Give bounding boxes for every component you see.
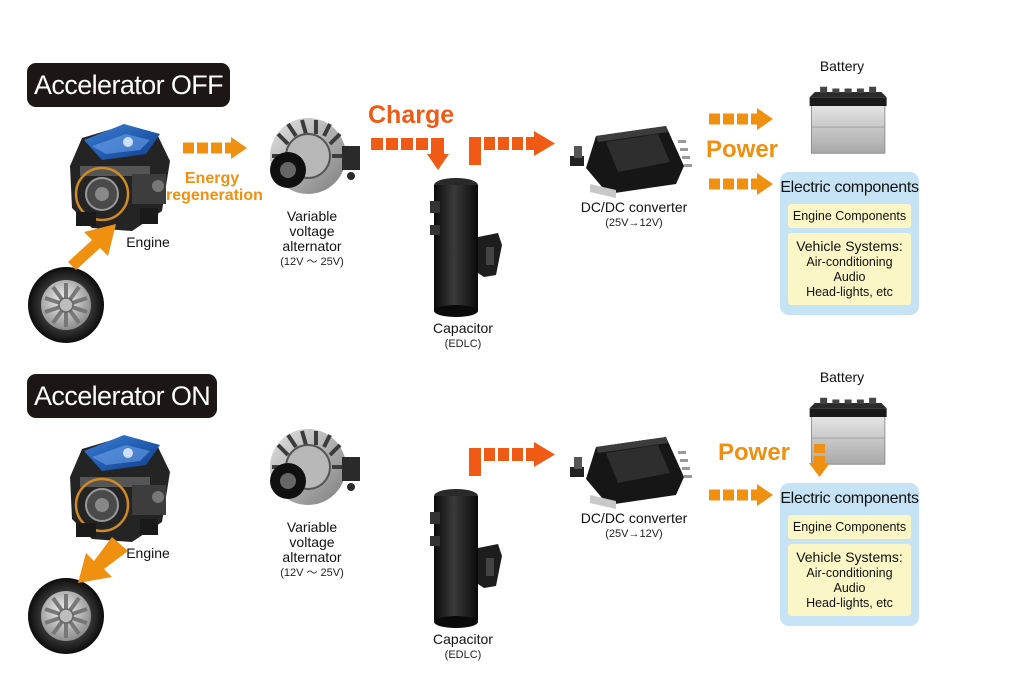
power-label: Power <box>718 439 791 466</box>
dcdc-converter-icon <box>570 126 692 198</box>
alternator-icon <box>268 427 362 507</box>
engine-label: Engine <box>126 545 170 561</box>
converter-label: DC/DC converter (25V→12V) <box>580 510 688 541</box>
engine-components: Engine Components <box>788 204 911 228</box>
capacitor-icon <box>430 489 502 628</box>
power-to-battery-arrow <box>709 108 773 130</box>
charge-arrow <box>371 138 449 170</box>
electric-components-box: Electric components Engine Components Ve… <box>780 483 919 626</box>
power-to-components-arrow <box>709 484 773 506</box>
accelerator-off-badge: Accelerator OFF <box>27 63 231 107</box>
energy-regeneration-label: Energy regeneration <box>166 170 263 204</box>
power-to-components-arrow <box>709 173 773 195</box>
engine-components: Engine Components <box>788 515 911 539</box>
engine-label: Engine <box>126 234 170 250</box>
converter-label: DC/DC converter (25V→12V) <box>580 199 688 230</box>
battery-label: Battery <box>819 369 865 385</box>
battery-label: Battery <box>819 58 865 74</box>
accelerator-off-section: Accelerator OFF Engine Energy regenerati… <box>0 0 1024 350</box>
energy-regeneration-arrow <box>183 137 247 159</box>
engine-icon <box>68 433 172 544</box>
electric-components-title: Electric components <box>780 490 919 507</box>
dcdc-converter-icon <box>570 437 692 509</box>
charge-label: Charge <box>368 101 455 129</box>
alternator-label: Variable voltage alternator (12V ～ 25V) <box>280 208 344 269</box>
accelerator-on-section: Accelerator ON Engine Variable voltage a… <box>0 311 1024 661</box>
power-label: Power <box>706 136 779 163</box>
electric-components-box: Electric components Engine Components Ve… <box>780 172 919 315</box>
battery-to-components-arrow <box>809 444 830 477</box>
vehicle-systems: Vehicle Systems: Air-conditioning Audio … <box>788 233 911 305</box>
capacitor-label: Capacitor (EDLC) <box>433 320 493 351</box>
wheel-to-engine-arrow <box>68 224 116 270</box>
alternator-label: Variable voltage alternator (12V ～ 25V) <box>280 519 344 580</box>
battery-icon <box>809 86 888 154</box>
accelerator-on-badge: Accelerator ON <box>27 374 218 418</box>
capacitor-to-converter-arrow <box>469 131 555 165</box>
capacitor-to-converter-arrow <box>469 442 555 476</box>
electric-components-title: Electric components <box>780 179 919 196</box>
engine-to-wheel-arrow <box>78 537 128 583</box>
capacitor-icon <box>430 178 502 317</box>
capacitor-label: Capacitor (EDLC) <box>433 631 493 662</box>
vehicle-systems: Vehicle Systems: Air-conditioning Audio … <box>788 544 911 616</box>
alternator-icon <box>268 116 362 196</box>
